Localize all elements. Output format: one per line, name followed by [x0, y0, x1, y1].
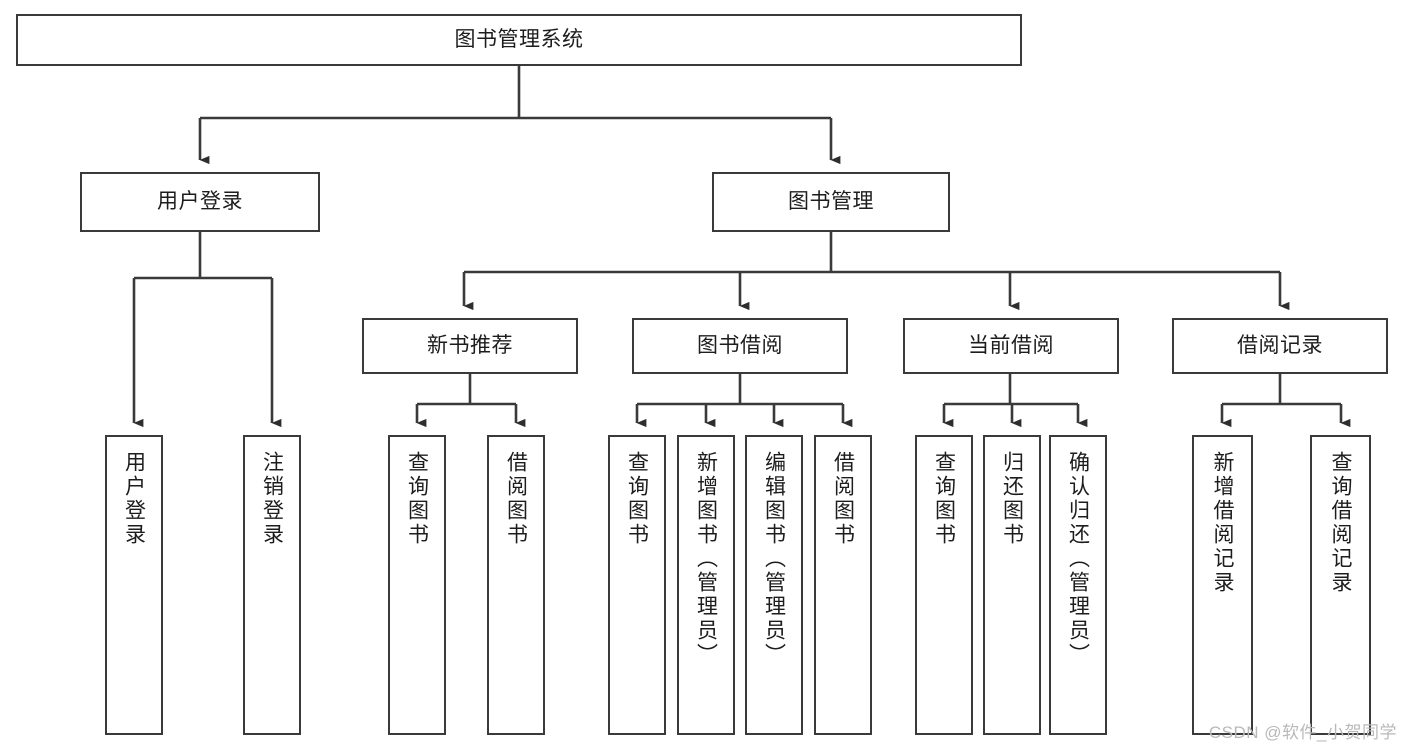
node-label: 查询图书: [625, 451, 649, 547]
leaf-confirm-return-admin[interactable]: 确认归还（管理员）: [1049, 435, 1107, 735]
node-label: 借阅图书: [504, 451, 528, 547]
node-label: 新书推荐: [427, 333, 513, 357]
node-book-management[interactable]: 图书管理: [712, 172, 950, 232]
leaf-borrow-book[interactable]: 借阅图书: [814, 435, 872, 735]
leaf-query-book-borrow[interactable]: 查询图书: [608, 435, 666, 735]
leaf-return-book[interactable]: 归还图书: [983, 435, 1041, 735]
leaf-query-book-new[interactable]: 查询图书: [388, 435, 446, 735]
node-new-book-recommend[interactable]: 新书推荐: [362, 318, 578, 374]
node-label: 借阅记录: [1237, 333, 1323, 357]
node-label: 图书借阅: [697, 333, 783, 357]
node-label: 注销登录: [260, 451, 284, 547]
node-book-borrow[interactable]: 图书借阅: [632, 318, 848, 374]
node-label: 归还图书: [1000, 451, 1024, 547]
node-label: 用户登录: [157, 189, 243, 213]
node-label: 新增借阅记录: [1211, 451, 1234, 595]
node-label: 查询借阅记录: [1329, 451, 1352, 595]
node-label: 查询图书: [405, 451, 429, 547]
node-current-borrow[interactable]: 当前借阅: [903, 318, 1119, 374]
leaf-logout-login[interactable]: 注销登录: [243, 435, 301, 735]
leaf-query-book-current[interactable]: 查询图书: [915, 435, 973, 735]
leaf-user-login[interactable]: 用户登录: [105, 435, 163, 735]
leaf-query-borrow-record[interactable]: 查询借阅记录: [1310, 435, 1371, 735]
leaf-add-book-admin[interactable]: 新增图书（管理员）: [677, 435, 735, 735]
leaf-add-borrow-record[interactable]: 新增借阅记录: [1192, 435, 1253, 735]
csdn-watermark: CSDN @软件_小贺同学: [1208, 723, 1397, 742]
node-label: 确认归还（管理员）: [1066, 451, 1090, 667]
node-label: 用户登录: [122, 451, 146, 547]
node-label: 新增图书（管理员）: [694, 451, 718, 667]
node-label: 借阅图书: [831, 451, 855, 547]
node-label: 图书管理: [788, 189, 874, 213]
node-root-system[interactable]: 图书管理系统: [16, 14, 1022, 66]
node-label: 编辑图书（管理员）: [762, 451, 786, 667]
node-label: 查询图书: [932, 451, 956, 547]
node-user-login[interactable]: 用户登录: [80, 172, 320, 232]
node-borrow-records[interactable]: 借阅记录: [1172, 318, 1388, 374]
leaf-borrow-book-new[interactable]: 借阅图书: [487, 435, 545, 735]
leaf-edit-book-admin[interactable]: 编辑图书（管理员）: [745, 435, 803, 735]
node-label: 当前借阅: [968, 333, 1054, 357]
node-label: 图书管理系统: [454, 27, 584, 51]
